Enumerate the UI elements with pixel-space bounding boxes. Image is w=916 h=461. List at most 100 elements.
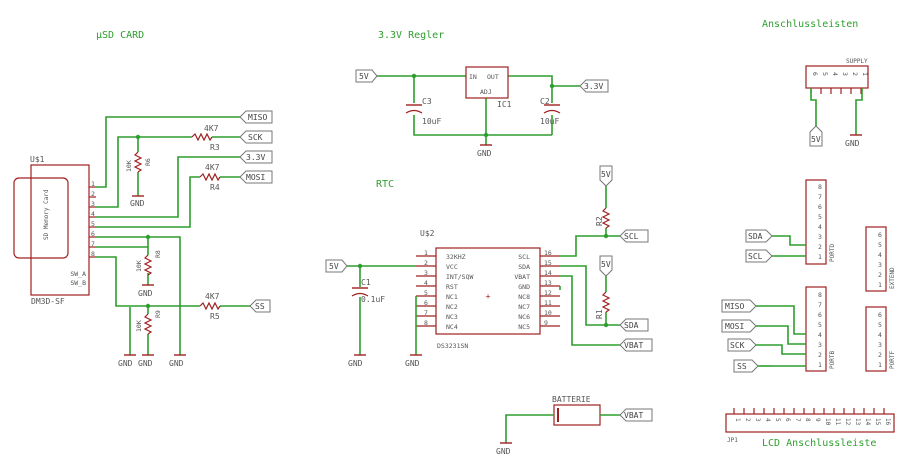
header-pin-number: 3	[878, 261, 882, 269]
jp1-pin-number: 8	[804, 418, 811, 422]
rtc-pin-name-left: RST	[446, 283, 458, 291]
header-pin-number: 7	[818, 301, 822, 309]
rtc-pin-name-right: SCL	[518, 253, 530, 261]
supply-pin-number: 5	[821, 72, 829, 76]
net-label-5v-r2: 5V	[599, 165, 613, 187]
supply-pin-number: 3	[841, 72, 849, 76]
wire-3v3-pullup	[96, 156, 240, 218]
battery: BATTERIE	[552, 395, 601, 426]
svg-text:R3: R3	[210, 143, 220, 152]
svg-text:GND: GND	[169, 359, 184, 368]
net-label-3v3-reg: 3.3V	[579, 79, 609, 93]
svg-text:GND: GND	[477, 149, 492, 158]
svg-text:VBAT: VBAT	[624, 341, 643, 350]
svg-text:MOSI: MOSI	[725, 322, 744, 331]
header-pin-number: 1	[878, 361, 882, 369]
svg-text:R6: R6	[144, 158, 152, 166]
svg-text:SCK: SCK	[248, 133, 263, 142]
net-label-scl: SCL	[619, 229, 649, 243]
svg-text:5V: 5V	[601, 170, 611, 179]
header-pin-number: 6	[818, 203, 822, 211]
rtc-pin-name-left: 32KHZ	[446, 253, 466, 261]
net-label-ss: SS	[249, 299, 271, 313]
svg-text:DS3231SN: DS3231SN	[437, 342, 468, 350]
header-pin-number: 3	[878, 341, 882, 349]
rtc-pin-number-right: 10	[544, 309, 552, 317]
svg-text:VBAT: VBAT	[624, 411, 643, 420]
sd-pin-number: 4	[91, 210, 95, 218]
svg-text:SUPPLY: SUPPLY	[846, 58, 868, 65]
net-label-scl-portd: SCL	[745, 249, 773, 263]
wire-portb-sck	[780, 344, 806, 355]
rtc-pin-name-right: NC6	[518, 313, 530, 321]
svg-text:PORTF: PORTF	[889, 351, 896, 369]
net-label-miso: MISO	[239, 110, 273, 124]
connector-jp1	[725, 413, 895, 433]
svg-text:R5: R5	[210, 312, 220, 321]
rtc-pin-number-right: 15	[544, 259, 552, 267]
rtc-pin-number-left: 7	[424, 309, 428, 317]
net-label-sck: SCK	[239, 130, 273, 144]
svg-text:R9: R9	[154, 310, 162, 318]
rtc-pin-number-left: 5	[424, 289, 428, 297]
net-label-sck-portb: SCK	[727, 338, 757, 352]
rtc-pin-name-right: GND	[518, 283, 530, 291]
rtc-pin-number-left: 4	[424, 279, 428, 287]
title-sd-card: µSD CARD	[96, 30, 144, 41]
svg-text:EXTEND: EXTEND	[889, 267, 896, 289]
jp1-pin-number: 12	[844, 418, 851, 426]
svg-text:DM3D-SF: DM3D-SF	[31, 297, 65, 306]
capacitor-c1: C1 0.1uF	[351, 278, 385, 304]
header-pin-number: 5	[878, 241, 882, 249]
header-pin-number: 2	[878, 271, 882, 279]
wire-reg-in	[377, 75, 580, 145]
net-label-vbat-battery: VBAT	[619, 408, 653, 422]
svg-text:10uF: 10uF	[422, 117, 441, 126]
rtc-pin-number-right: 16	[544, 249, 552, 257]
rtc-pin-name-left: NC4	[446, 323, 458, 331]
header-pin-number: 5	[878, 321, 882, 329]
rtc-pin-number-left: 1	[424, 249, 428, 257]
jp1-pin-number: 7	[794, 418, 801, 422]
header-pin-number: 4	[818, 223, 822, 231]
rtc-pin-name-left: NC1	[446, 293, 458, 301]
header-pin-number: 6	[878, 311, 882, 319]
jp1-pin-number: 10	[824, 418, 831, 426]
connector-extend	[865, 226, 887, 292]
svg-text:R8: R8	[154, 250, 162, 258]
svg-text:BATTERIE: BATTERIE	[552, 395, 591, 404]
svg-text:OUT: OUT	[487, 73, 499, 81]
svg-text:R2: R2	[595, 216, 604, 226]
rtc-pin-number-left: 8	[424, 319, 428, 327]
header-pin-number: 5	[818, 213, 822, 221]
svg-text:IN: IN	[469, 73, 477, 81]
rtc-pin-number-right: 14	[544, 269, 552, 277]
net-label-vbat-rtc: VBAT	[619, 338, 653, 352]
jp1-pin-number: 13	[854, 418, 861, 426]
regulator-ic1	[465, 66, 509, 99]
sd-pin-number: 5	[91, 220, 95, 228]
jp1-pin-number: 2	[744, 418, 751, 422]
jp1-pin-number: 5	[774, 418, 781, 422]
rtc-pin-name-right: NC8	[518, 293, 530, 301]
wire-miso	[96, 116, 240, 188]
rtc-pin-name-left: NC3	[446, 313, 458, 321]
jp1-pin-number: 15	[874, 418, 881, 426]
wire-rtc-vbat	[560, 275, 620, 346]
svg-text:JP1: JP1	[727, 437, 738, 444]
wire-supply-gnd	[855, 88, 863, 135]
rtc-pin-name-right: SDA	[518, 263, 530, 271]
wire-rtc-sda	[560, 265, 620, 326]
svg-text:10K: 10K	[135, 320, 143, 332]
jp1-pin-number: 11	[834, 418, 841, 426]
jp1-pin-number: 4	[764, 418, 771, 422]
svg-text:C2: C2	[540, 97, 550, 106]
header-pin-number: 1	[818, 361, 822, 369]
svg-text:MOSI: MOSI	[246, 173, 265, 182]
svg-text:U$2: U$2	[420, 229, 435, 238]
header-pin-number: 8	[818, 183, 822, 191]
